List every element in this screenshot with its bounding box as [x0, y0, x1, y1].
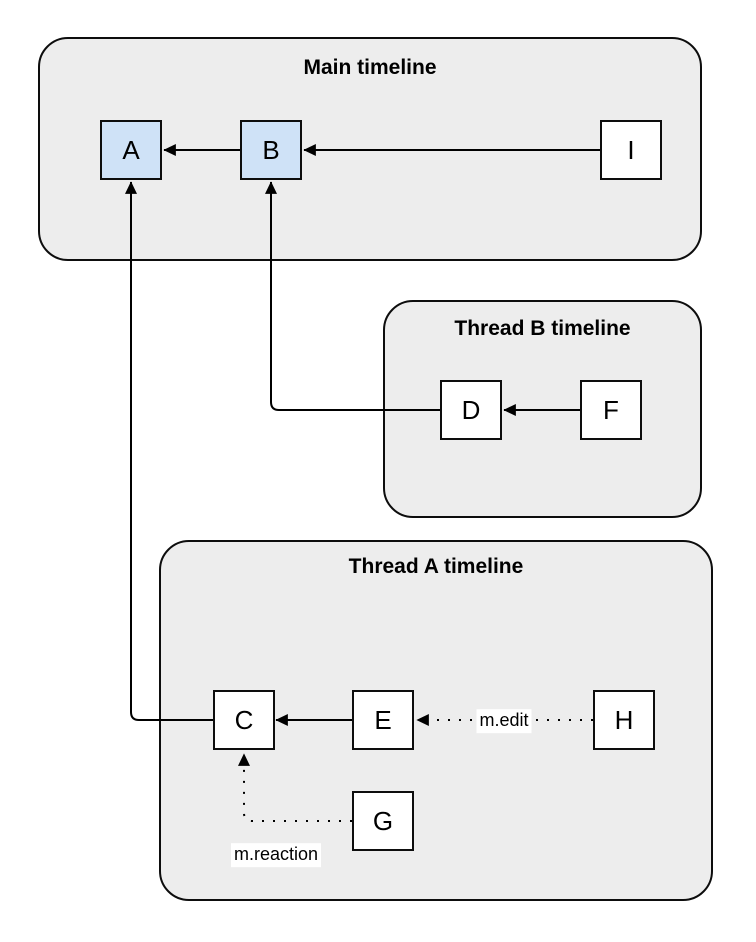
- node-f-label: F: [603, 395, 619, 425]
- node-e-label: E: [374, 705, 392, 735]
- node-c: C: [213, 690, 275, 750]
- edge-label-m-edit: m.edit: [476, 709, 532, 733]
- node-a: A: [100, 120, 162, 180]
- node-a-label: A: [122, 135, 140, 165]
- node-b-label: B: [262, 135, 280, 165]
- container-thread-b-timeline-title: Thread B timeline: [454, 317, 631, 340]
- node-c-label: C: [234, 705, 254, 735]
- node-g: G: [352, 791, 414, 851]
- node-i-label: I: [627, 135, 635, 165]
- node-d: D: [440, 380, 502, 440]
- node-f: F: [580, 380, 642, 440]
- node-h: H: [593, 690, 655, 750]
- node-i: I: [600, 120, 662, 180]
- container-thread-a-timeline-title: Thread A timeline: [348, 555, 524, 578]
- edge-label-m-reaction: m.reaction: [230, 843, 322, 867]
- node-b: B: [240, 120, 302, 180]
- container-main-timeline-title: Main timeline: [303, 56, 437, 79]
- node-g-label: G: [372, 806, 394, 836]
- node-h-label: H: [614, 705, 634, 735]
- container-thread-b-timeline: Thread B timeline: [383, 300, 702, 518]
- node-d-label: D: [461, 395, 481, 425]
- node-e: E: [352, 690, 414, 750]
